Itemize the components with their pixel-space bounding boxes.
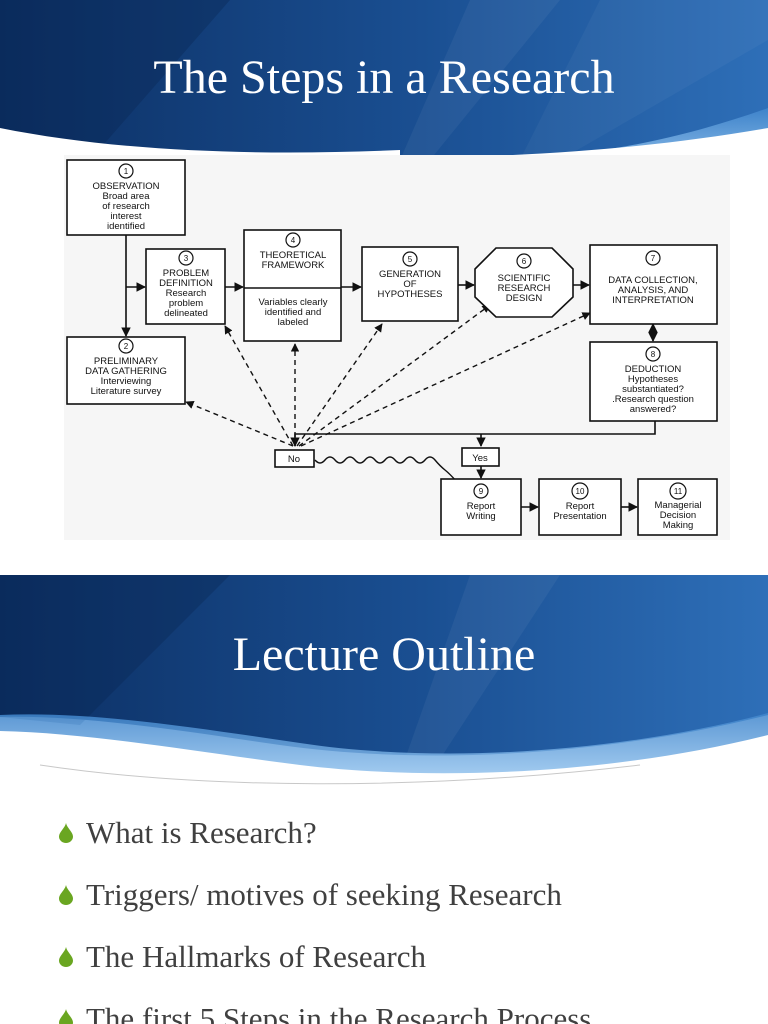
node-1-line: Broad area	[102, 191, 150, 202]
drop-bullet-icon	[59, 885, 73, 905]
outline-list: What is Research? Triggers/ motives of s…	[58, 815, 758, 1024]
node-10-number: 10	[576, 487, 585, 496]
node-1-line: interest	[110, 211, 142, 222]
slide-lecture-outline: Lecture Outline What is Research? Trigge…	[0, 575, 768, 1024]
node-10-number-circle	[571, 482, 589, 500]
slide-title: Lecture Outline	[232, 628, 536, 681]
research-process-diagram: 1 2 3 4 5 6 7 8 9 10 11 OBSERVATION Broa…	[66, 159, 718, 536]
node-4-number-circle	[285, 232, 301, 248]
node-9-number-circle	[473, 483, 489, 499]
node-4-line: FRAMEWORK	[262, 260, 325, 271]
slide-research-steps: The Steps in a Research	[0, 0, 768, 536]
node-8-line: substantiated?	[622, 384, 684, 395]
node-3-line: delineated	[164, 308, 208, 319]
node-6-number: 6	[522, 257, 527, 266]
node-7-number-circle	[645, 250, 661, 266]
node-7-line: DATA COLLECTION,	[608, 275, 697, 286]
drop-bullet-icon	[59, 1009, 73, 1024]
node-8-line: answered?	[630, 404, 676, 415]
node-11-line: Decision	[660, 510, 696, 521]
outline-item: The Hallmarks of Research	[58, 939, 758, 1001]
node-2-number: 2	[124, 342, 129, 351]
node-6-line: RESEARCH	[498, 283, 551, 294]
wavy-connector	[314, 456, 458, 483]
node-8-number-circle	[645, 346, 661, 362]
node-3-number: 3	[184, 254, 189, 263]
slide-header-banner	[0, 0, 768, 160]
drop-bullet-icon	[59, 947, 73, 967]
node-1-line: identified	[107, 221, 145, 232]
node-10-line: Presentation	[553, 511, 606, 522]
node-5-line: OF	[403, 279, 416, 290]
node-4-subline: Variables clearly	[259, 297, 328, 308]
node-4-subline: labeled	[278, 317, 309, 328]
dashed-feedback-connectors	[185, 304, 591, 447]
node-4-number: 4	[291, 236, 296, 245]
node-9-line: Report	[467, 501, 496, 512]
node-8-line: DEDUCTION	[625, 364, 682, 375]
node-4-line: THEORETICAL	[260, 250, 327, 261]
outline-item: Triggers/ motives of seeking Research	[58, 877, 758, 939]
outline-item-text: The first 5 Steps in the Research Proces…	[86, 1001, 592, 1024]
drop-bullet-icon	[59, 823, 73, 843]
node-11-line: Making	[663, 520, 694, 531]
outline-item-text: Triggers/ motives of seeking Research	[86, 877, 562, 912]
no-decision-box	[274, 449, 315, 468]
node-8-line: .Research question	[612, 394, 694, 405]
outline-item-text: The Hallmarks of Research	[86, 939, 427, 974]
node-1-line: OBSERVATION	[92, 181, 159, 192]
node-7-line: ANALYSIS, AND	[618, 285, 689, 296]
node-2-number-circle	[118, 338, 134, 354]
node-4-subline: identified and	[265, 307, 322, 318]
node-11-number-circle	[669, 482, 687, 500]
node-8-line: Hypotheses	[628, 374, 678, 385]
node-7-number: 7	[651, 254, 656, 263]
node-9-number: 9	[479, 487, 484, 496]
node-2-line: PRELIMINARY	[94, 356, 159, 367]
node-3-line: DEFINITION	[159, 278, 213, 289]
slide-gap	[0, 560, 768, 575]
yes-label: Yes	[472, 453, 488, 464]
node-6-box	[474, 247, 574, 318]
node-3-line: PROBLEM	[163, 268, 210, 279]
node-11-number: 11	[674, 487, 683, 496]
node-6-line: DESIGN	[506, 293, 543, 304]
outline-item: The first 5 Steps in the Research Proces…	[58, 1001, 758, 1024]
node-6-number-circle	[516, 253, 532, 269]
solid-connectors	[121, 235, 658, 512]
node-3-line: problem	[169, 298, 203, 309]
node-1-line: of research	[102, 201, 150, 212]
node-6-line: SCIENTIFIC	[498, 273, 551, 284]
node-11-line: Managerial	[655, 500, 702, 511]
outline-item: What is Research?	[58, 815, 758, 877]
node-10-line: Report	[566, 501, 595, 512]
no-label: No	[288, 454, 300, 465]
node-2-line: Interviewing	[101, 376, 152, 387]
node-5-number: 5	[408, 255, 413, 264]
node-5-line: HYPOTHESES	[378, 289, 443, 300]
node-8-number: 8	[651, 350, 656, 359]
node-5-line: GENERATION	[379, 269, 441, 280]
yes-decision-box	[461, 447, 500, 467]
node-1-number: 1	[124, 167, 129, 176]
node-5-number-circle	[402, 251, 418, 267]
node-9-line: Writing	[466, 511, 495, 522]
node-1-number-circle	[118, 163, 134, 179]
node-2-line: Literature survey	[91, 386, 162, 397]
node-4-box	[243, 229, 342, 342]
outline-item-text: What is Research?	[86, 815, 317, 850]
node-2-line: DATA GATHERING	[85, 366, 167, 377]
node-3-number-circle	[178, 250, 194, 266]
node-3-line: Research	[166, 288, 207, 299]
slide-title: The Steps in a Research	[153, 51, 615, 104]
slide-header-banner	[0, 575, 768, 785]
node-7-line: INTERPRETATION	[612, 295, 694, 306]
